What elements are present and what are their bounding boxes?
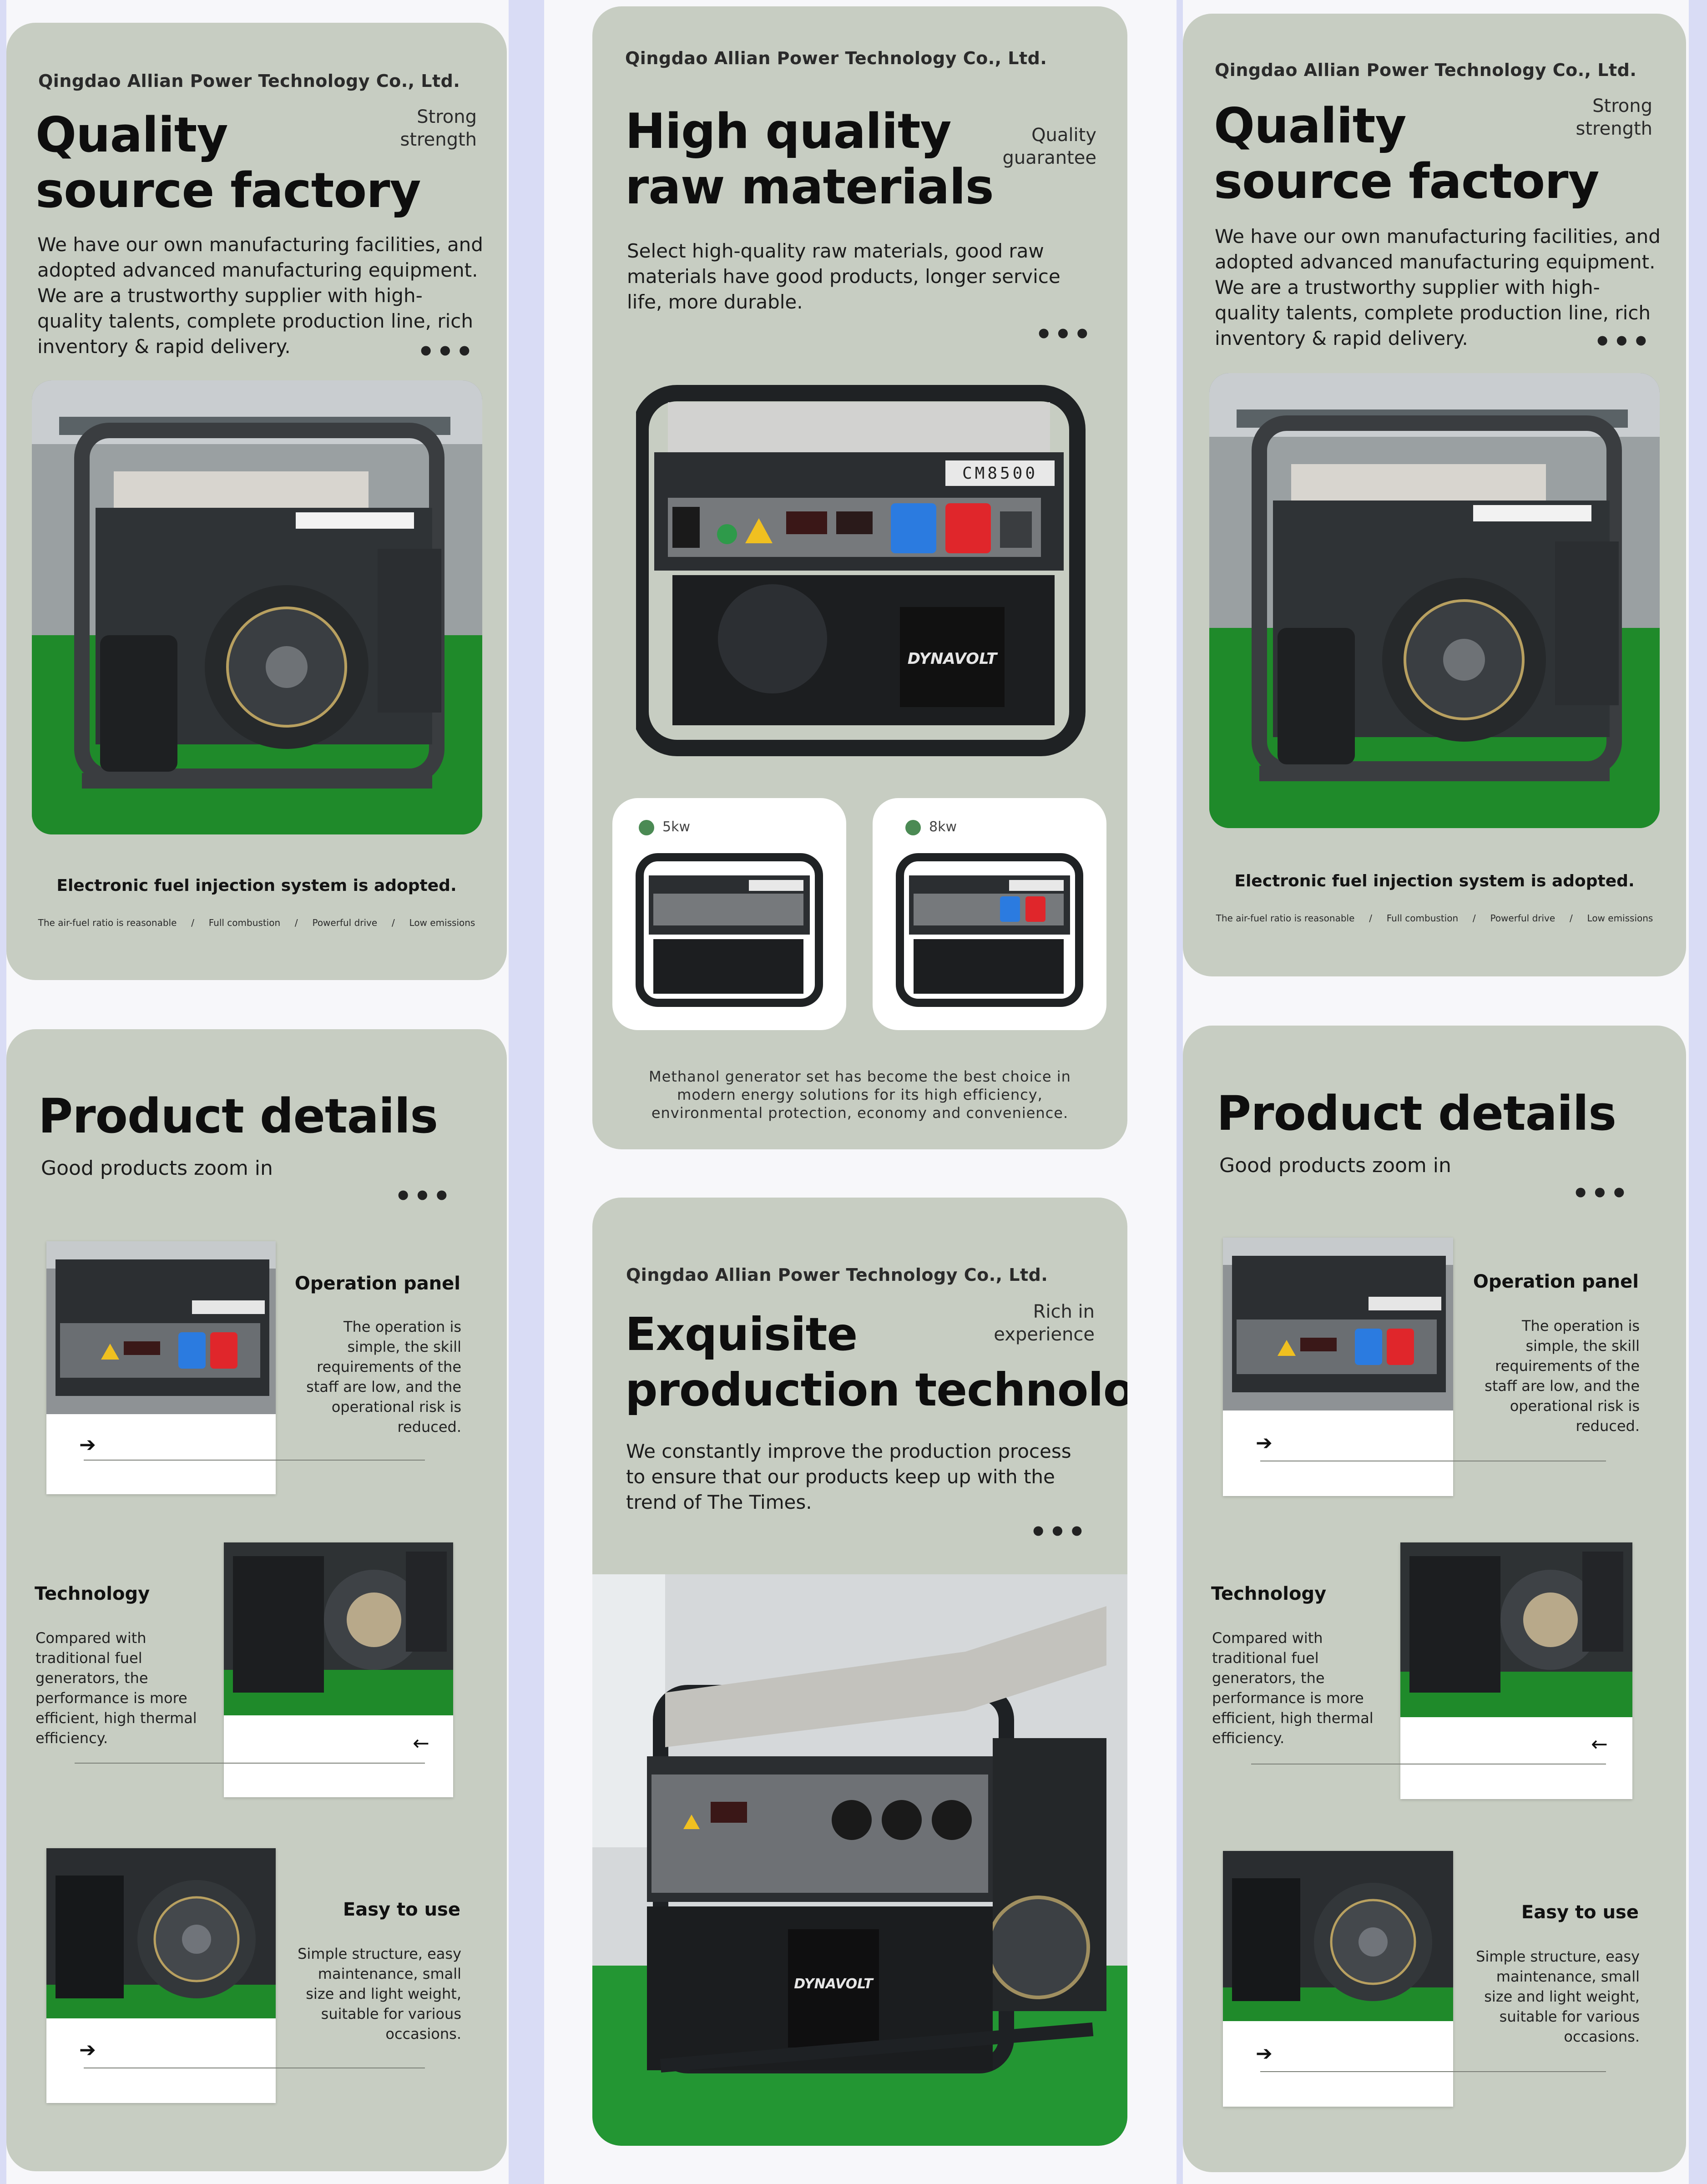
company-name: Qingdao Allian Power Technology Co., Ltd… — [38, 71, 460, 91]
divider — [1260, 2071, 1606, 2072]
technology-photo — [224, 1542, 453, 1715]
arrow-right-icon[interactable]: ➔ — [1256, 1431, 1273, 1455]
more-dots[interactable]: ••• — [417, 336, 475, 368]
arrow-left-icon[interactable]: ← — [1591, 1733, 1608, 1756]
divider — [84, 1460, 425, 1461]
feature-row: The air-fuel ratio is reasonable / Full … — [1216, 913, 1653, 924]
details-title: Product details — [1217, 1086, 1616, 1141]
operation-panel-title: Operation panel — [1473, 1271, 1639, 1292]
easy-use-title: Easy to use — [343, 1899, 460, 1920]
feature-caption: Electronic fuel injection system is adop… — [56, 876, 457, 895]
technology-title: Technology — [1211, 1583, 1327, 1604]
operation-panel-text: The operation is simple, the skill requi… — [306, 1318, 461, 1436]
intro-text: We have our own manufacturing facilities… — [1215, 225, 1661, 349]
easy-use-text: Simple structure, easy maintenance, smal… — [298, 1945, 461, 2042]
technology-title: Technology — [35, 1583, 150, 1604]
easy-use-text: Simple structure, easy maintenance, smal… — [1476, 1948, 1640, 2045]
quality-card-left: Qingdao Allian Power Technology Co., Ltd… — [6, 23, 507, 980]
arrow-right-icon[interactable]: ➔ — [79, 2038, 96, 2062]
operation-panel-frame[interactable]: ➔ — [46, 1241, 276, 1494]
arrow-right-icon[interactable]: ➔ — [79, 1433, 96, 1456]
intro-text: We have our own manufacturing facilities… — [37, 233, 483, 358]
operation-panel-frame[interactable]: ➔ — [1223, 1238, 1453, 1496]
status-dot-icon — [905, 820, 921, 835]
details-card-right: Product details Good products zoom in ••… — [1183, 1026, 1686, 2172]
model-plate-text: CM8500 — [962, 464, 1038, 483]
generator-front-image: CM8500 DYNAVOLT — [636, 384, 1086, 764]
operation-panel-title: Operation panel — [294, 1273, 460, 1294]
technology-frame[interactable]: ← — [1400, 1542, 1632, 1799]
footer-text: Methanol generator set has become the be… — [649, 1068, 1071, 1122]
brand-logo-text: DYNAVOLT — [794, 1976, 874, 1992]
more-dots[interactable]: ••• — [1029, 1516, 1087, 1548]
technology-photo — [1400, 1542, 1632, 1717]
easy-use-title: Easy to use — [1521, 1902, 1639, 1923]
easy-use-photo — [46, 1848, 276, 2018]
divider — [75, 1763, 425, 1764]
company-name: Qingdao Allian Power Technology Co., Ltd… — [1215, 60, 1637, 80]
variant-8kw-card[interactable]: 8kw — [873, 798, 1106, 1030]
company-name: Qingdao Allian Power Technology Co., Ltd… — [625, 48, 1047, 68]
factory-generator-photo: DYNAVOLT — [592, 1574, 1127, 2146]
exquisite-card: Qingdao Allian Power Technology Co., Ltd… — [592, 1198, 1127, 2146]
generator-5kw-image — [636, 853, 823, 1007]
status-dot-icon — [639, 820, 654, 835]
easy-use-photo — [1223, 1851, 1453, 2021]
details-card-left: Product details Good products zoom in ••… — [6, 1029, 507, 2171]
arrow-right-icon[interactable]: ➔ — [1256, 2042, 1273, 2065]
variant-5kw-label: 5kw — [662, 819, 690, 835]
easy-use-frame[interactable]: ➔ — [1223, 1851, 1453, 2107]
feature-caption: Electronic fuel injection system is adop… — [1234, 872, 1635, 890]
generator-photo — [32, 380, 482, 834]
generator-8kw-image — [896, 853, 1083, 1007]
details-subtitle: Good products zoom in — [41, 1157, 273, 1180]
operation-panel-text: The operation is simple, the skill requi… — [1485, 1317, 1640, 1435]
variant-5kw-card[interactable]: 5kw — [612, 798, 846, 1030]
variant-8kw-label: 8kw — [929, 819, 957, 835]
more-dots[interactable]: ••• — [1035, 318, 1093, 350]
generator-photo — [1209, 373, 1660, 828]
easy-use-frame[interactable]: ➔ — [46, 1848, 276, 2103]
details-title: Product details — [38, 1088, 438, 1144]
details-subtitle: Good products zoom in — [1219, 1154, 1451, 1177]
technology-frame[interactable]: ← — [224, 1542, 453, 1797]
more-dots[interactable]: ••• — [1593, 326, 1651, 358]
company-name: Qingdao Allian Power Technology Co., Ltd… — [626, 1265, 1048, 1285]
technology-text: Compared with traditional fuel generator… — [1212, 1629, 1374, 1747]
raw-materials-card: Qingdao Allian Power Technology Co., Ltd… — [592, 6, 1127, 1149]
intro-text: We constantly improve the production pro… — [626, 1440, 1071, 1513]
operation-panel-photo — [46, 1241, 276, 1414]
operation-panel-photo — [1223, 1238, 1453, 1410]
arrow-left-icon[interactable]: ← — [413, 1732, 429, 1755]
quality-card-right: Qingdao Allian Power Technology Co., Ltd… — [1183, 14, 1686, 976]
feature-row: The air-fuel ratio is reasonable / Full … — [38, 917, 475, 928]
more-dots[interactable]: ••• — [1571, 1178, 1630, 1209]
technology-text: Compared with traditional fuel generator… — [35, 1629, 197, 1747]
brand-logo-text: DYNAVOLT — [908, 650, 998, 668]
intro-text: Select high-quality raw materials, good … — [627, 240, 1061, 313]
more-dots[interactable]: ••• — [394, 1180, 452, 1212]
